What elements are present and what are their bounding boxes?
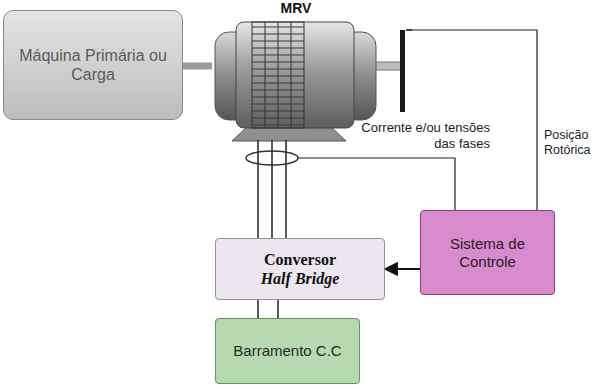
edge-label: Posição Rotórica [544,128,608,158]
stator-winding [252,22,304,128]
phase-wire [271,140,273,238]
wire [277,300,279,318]
wire [285,140,287,238]
control-arrow [385,268,420,270]
node-title: Sistema de Controle [429,235,546,271]
machine-box: Máquina Primária ou Carga [3,10,183,120]
node-title: MRV [281,0,312,17]
signal-label: Corrente e/ou tensões das fases [360,120,490,151]
wire [257,140,259,238]
node-title: Máquina Primária ou Carga [12,46,174,84]
dc-wire [257,300,259,318]
winding-line [278,22,279,128]
motor-node: MRV [212,0,410,140]
sensor-wire [298,158,455,210]
motor-shaft [373,62,401,70]
converter-box: ConversorHalf Bridge [215,238,385,300]
node-title: Conversor [264,250,336,269]
encoder-disk [400,30,405,112]
node-title: Barramento C.C [233,342,341,360]
motor-housing [236,22,354,128]
dc-bus-box: Barramento C.C [215,318,360,384]
control-box: Sistema de Controle [420,210,555,295]
node-subtitle: Half Bridge [261,269,340,288]
shaft-connector [183,63,212,70]
winding-line [265,22,266,128]
winding-line [291,22,292,128]
